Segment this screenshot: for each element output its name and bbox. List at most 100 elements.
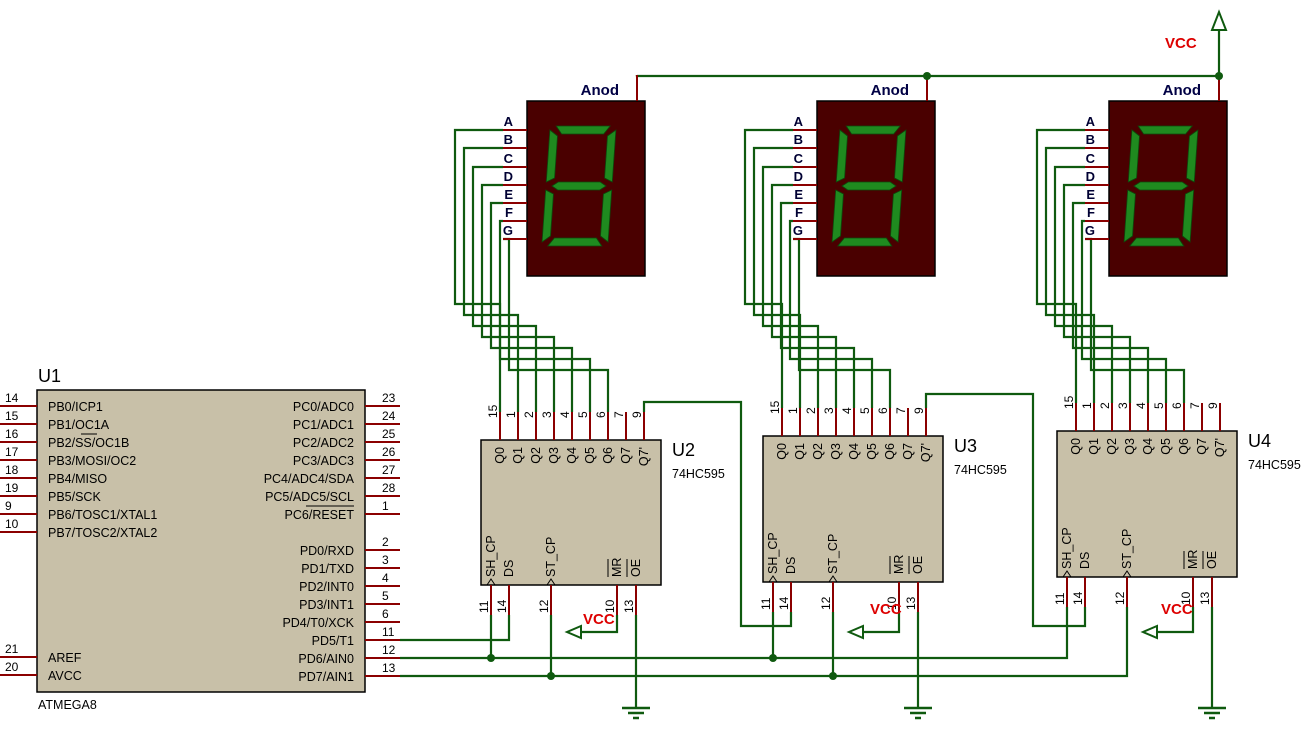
sr-pin-number: 13 <box>904 596 918 610</box>
segment-wire <box>1035 128 1085 403</box>
segment-label-B: B <box>794 132 803 147</box>
mcu-pin-number: 4 <box>382 571 389 585</box>
junction-dot <box>547 672 555 680</box>
mcu-pin-label: PC5/ADC5/SCL <box>265 490 354 504</box>
junction-dot <box>1215 72 1223 80</box>
mcu-pin-label: PC4/ADC4/SDA <box>264 472 355 486</box>
sr-pin-number: 13 <box>622 599 636 613</box>
anode-label: Anod <box>1163 82 1201 99</box>
segment-label-B: B <box>504 132 513 147</box>
shift-register-body <box>1056 430 1238 578</box>
mcu-pin-label: PD7/AIN1 <box>298 670 354 684</box>
shift-register-part: 74HC595 <box>954 463 1007 477</box>
sr-pin-number: 13 <box>1198 591 1212 605</box>
cascade-wire <box>924 392 1087 628</box>
segment-label-C: C <box>504 151 514 166</box>
sr-pin-label: Q0 <box>493 447 507 464</box>
segment-label-D: D <box>504 169 513 184</box>
segment-b <box>604 129 617 183</box>
segment-f <box>835 129 848 183</box>
segment-wire <box>1071 201 1150 403</box>
atmega8-right-pins: 23PC0/ADC024PC1/ADC125PC2/ADC226PC3/ADC3… <box>264 391 400 684</box>
sr-pin-label: DS <box>1078 552 1092 569</box>
segment-label-A: A <box>1086 114 1096 129</box>
sr-pin-label: OE <box>1205 551 1219 569</box>
segment-e <box>1123 189 1136 243</box>
mcu-pin-number: 19 <box>5 481 19 495</box>
segment-wire <box>1053 165 1114 403</box>
segment-wire <box>770 183 838 408</box>
segment-f <box>1127 129 1140 183</box>
segment-c <box>600 189 613 243</box>
mcu-pin-label: PB3/MOSI/OC2 <box>48 454 136 468</box>
mcu-pin-number: 21 <box>5 642 19 656</box>
sr-pin-number: 15 <box>486 404 500 418</box>
mcu-pin-number: 27 <box>382 463 396 477</box>
segment-wire <box>480 183 556 412</box>
segment-label-A: A <box>504 114 514 129</box>
mcu-pin-label: PD4/T0/XCK <box>282 616 354 630</box>
segment-wire <box>761 165 820 408</box>
segment-d <box>1128 237 1185 247</box>
cascade-wire <box>642 400 793 628</box>
sr-pin-label: Q6 <box>1177 438 1191 455</box>
shift-register-2: 15Q01Q12Q23Q34Q45Q56Q67Q79Q7'11SH_CP14DS… <box>759 400 1007 612</box>
vcc-label: VCC <box>870 601 902 618</box>
clock-mark <box>828 575 838 583</box>
clock-mark <box>486 578 496 586</box>
segment-wire <box>1080 219 1168 403</box>
atmega8-left-pins: 14PB0/ICP115PB1/OC1A16PB2/SS/OC1B17PB3/M… <box>0 391 157 683</box>
sr-pin-label: MR <box>892 555 906 574</box>
mcu-pin-label: PD6/AIN0 <box>298 652 354 666</box>
sr-pin-label: Q5 <box>1159 438 1173 455</box>
mcu-pin-label: PD3/INT1 <box>299 598 354 612</box>
segment-a <box>555 125 612 135</box>
segment-wire <box>471 165 538 412</box>
sr-pin-number: 6 <box>594 411 608 418</box>
shift-register-part: 74HC595 <box>672 467 725 481</box>
sr-pin-label: OE <box>629 559 643 577</box>
mcu-pin-label: PC2/ADC2 <box>293 436 354 450</box>
mcu-pin-number: 23 <box>382 391 396 405</box>
anode-label: Anod <box>581 82 619 99</box>
vcc-arrow-symbol <box>846 624 864 640</box>
clock-mark <box>546 578 556 586</box>
junction-dot <box>923 72 931 80</box>
shift-register-part: 74HC595 <box>1248 458 1301 472</box>
mcu-pin-number: 5 <box>382 589 389 603</box>
mcu-pin-number: 2 <box>382 535 389 549</box>
junction-dot <box>829 672 837 680</box>
segment-c <box>1182 189 1195 243</box>
mcu-pin-number: 20 <box>5 660 19 674</box>
segment-c <box>890 189 903 243</box>
mcu-pin-label: PC0/ADC0 <box>293 400 354 414</box>
segment-label-B: B <box>1086 132 1095 147</box>
sr-pin-number: 4 <box>840 407 854 414</box>
shift-register-refdes: U3 <box>954 436 977 456</box>
mcu-pin-label: AREF <box>48 651 82 665</box>
mcu-pin-label: PB7/TOSC2/XTAL2 <box>48 526 157 540</box>
sr-pin-number: 7 <box>1188 402 1202 409</box>
sr-pin-label: Q4 <box>565 447 579 464</box>
store-clock-line <box>400 607 1129 678</box>
mcu-pin-number: 15 <box>5 409 19 423</box>
mcu-pin-label: AVCC <box>48 669 82 683</box>
sr-pin-label: Q6 <box>601 447 615 464</box>
sr-pin-label: Q2 <box>811 443 825 460</box>
clock-mark <box>1122 570 1132 578</box>
sr-pin-label: Q5 <box>583 447 597 464</box>
sr-pin-label: SH_CP <box>484 535 498 577</box>
mcu-pin-number: 11 <box>382 625 395 639</box>
sr-pin-label: ST_CP <box>1120 529 1134 569</box>
segment-wire <box>779 201 856 408</box>
shift-register-refdes: U2 <box>672 440 695 460</box>
sr-pin-number: 1 <box>504 411 518 418</box>
sr-pin-label: Q1 <box>793 443 807 460</box>
vcc-arrow-symbol <box>1210 9 1228 31</box>
sr-pin-label: Q7 <box>901 443 915 460</box>
sr-pin-number: 14 <box>777 596 791 610</box>
segment-d <box>836 237 893 247</box>
mcu-pin-number: 6 <box>382 607 389 621</box>
